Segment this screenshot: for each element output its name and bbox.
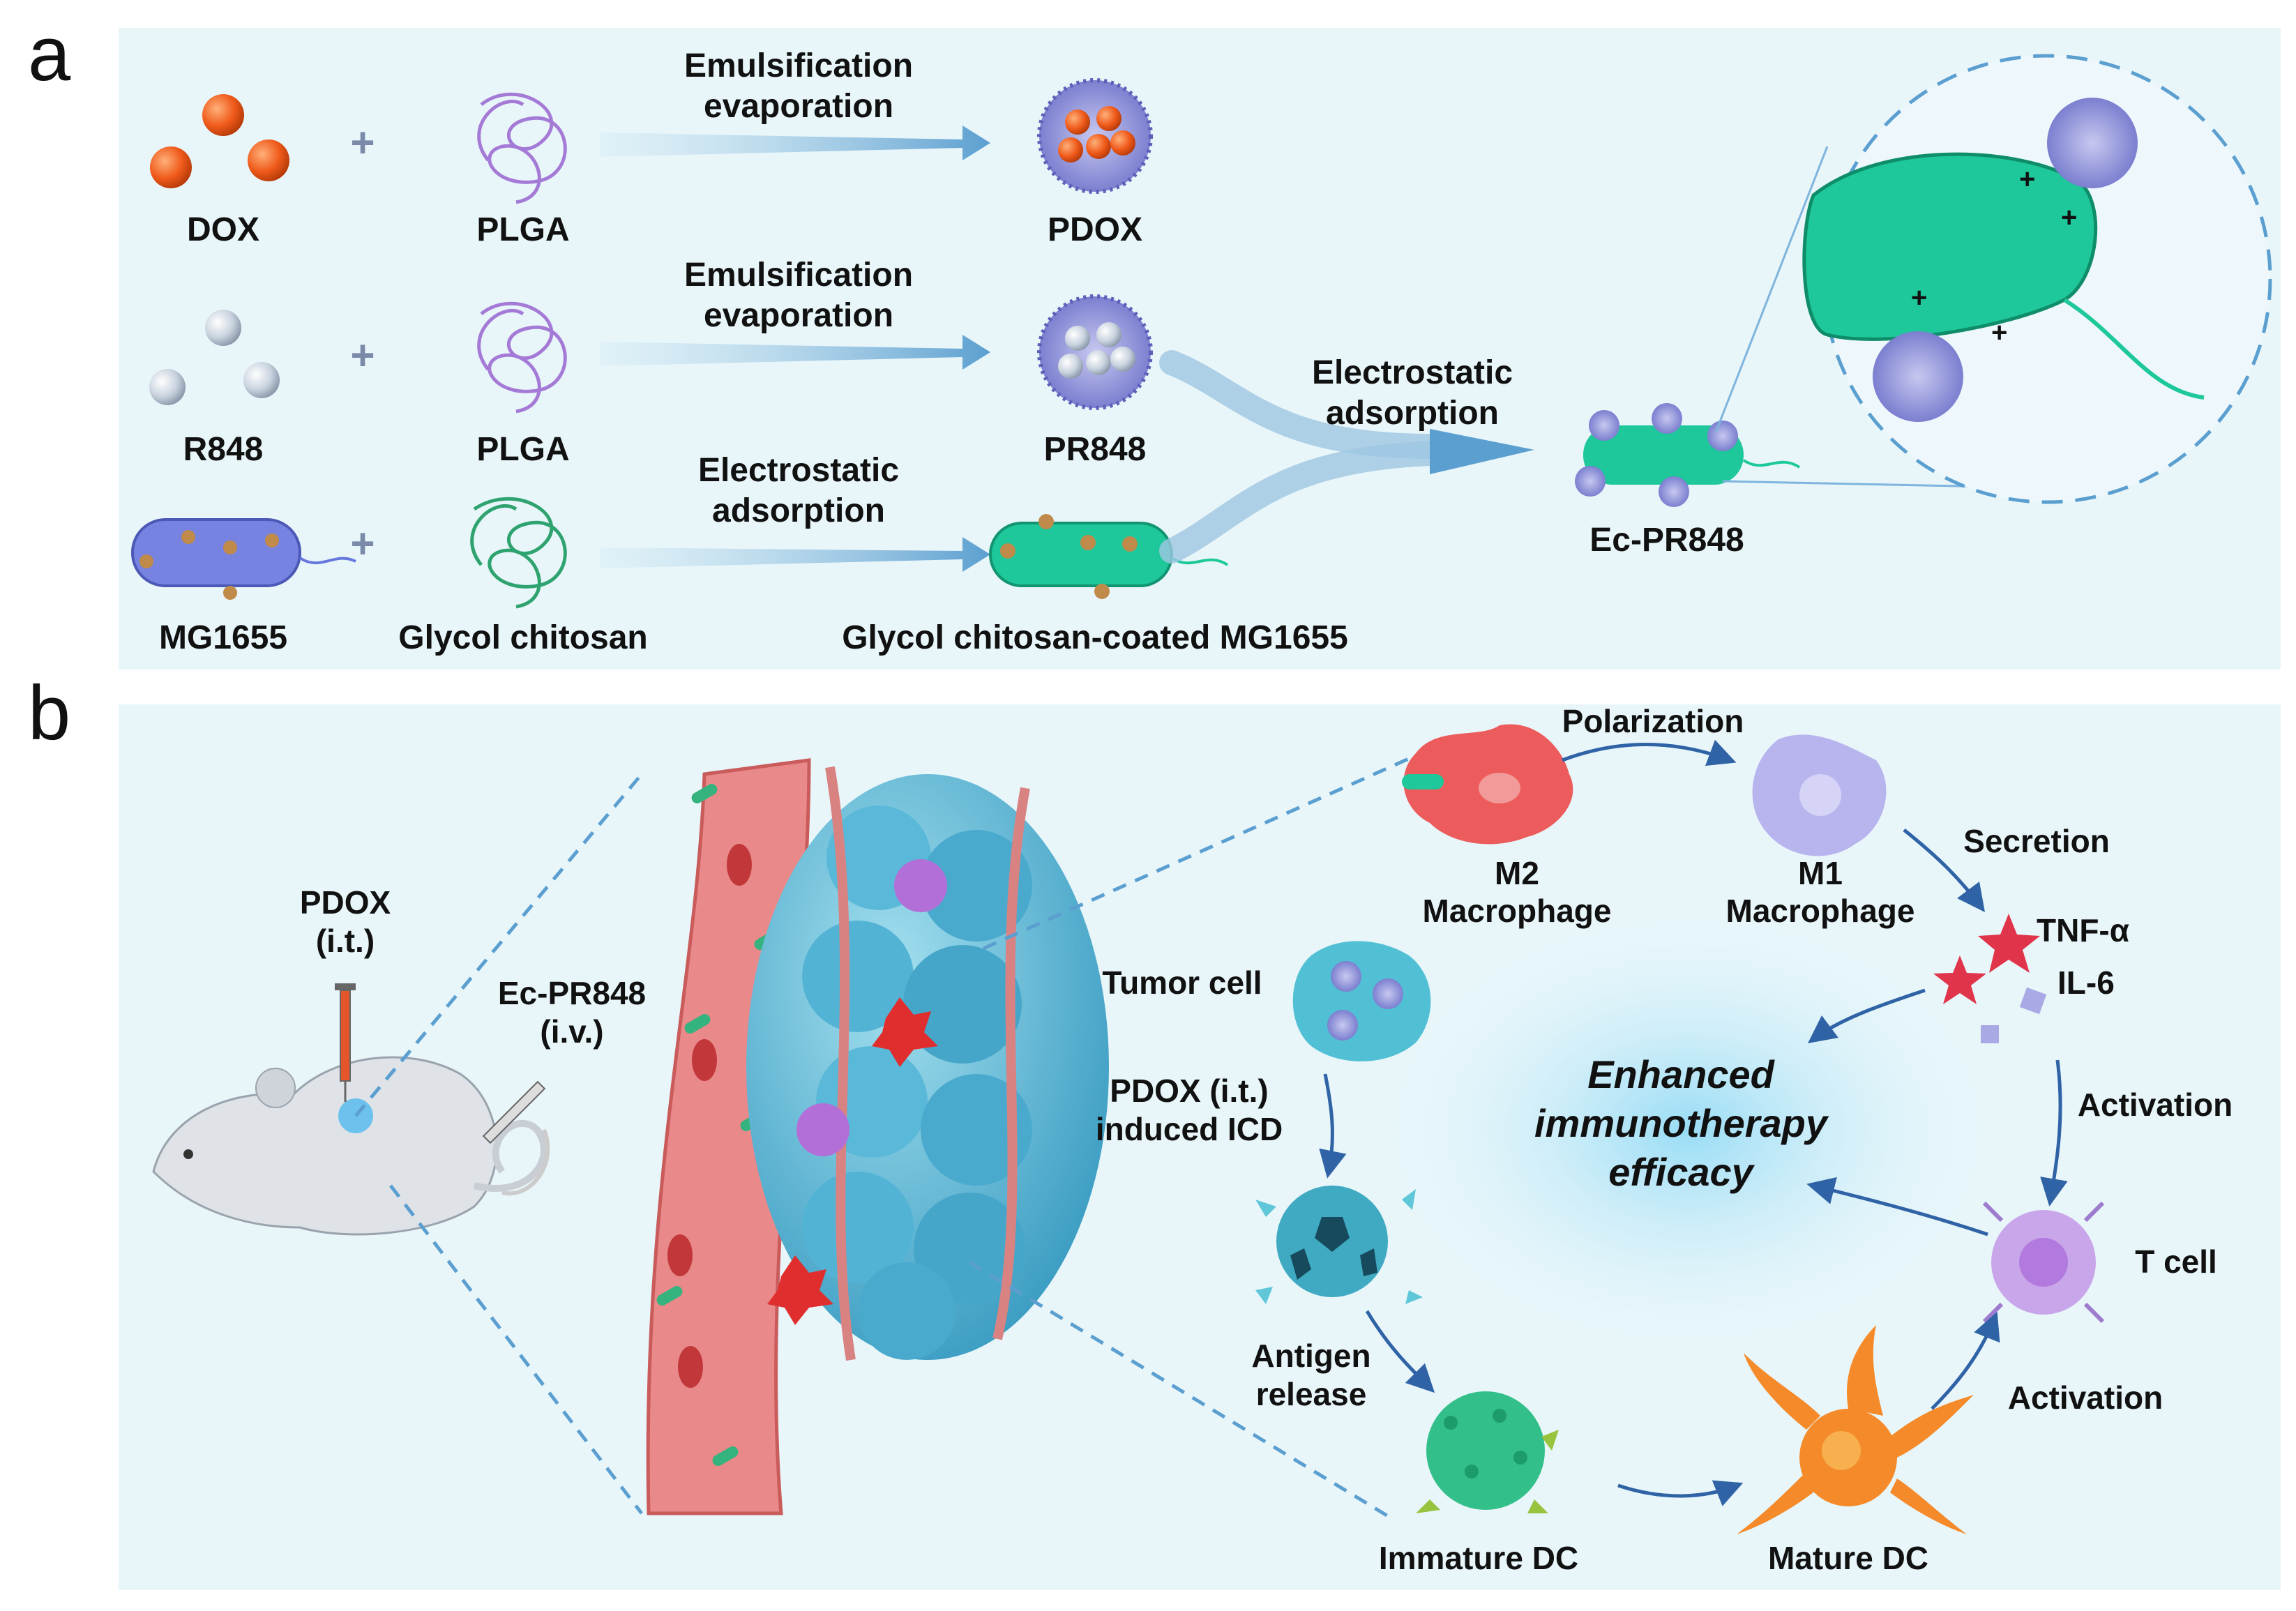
panel-a-letter: a	[28, 11, 71, 97]
m2-label-line1: M2	[1495, 855, 1539, 891]
immature-dc-label: Immature DC	[1379, 1540, 1578, 1576]
coated-mg1655-bacterium-icon	[989, 514, 1229, 599]
dying-tumor-cell-icon	[1255, 1186, 1423, 1304]
m2-label-line2: Macrophage	[1423, 893, 1612, 929]
immature-dc-icon	[1416, 1391, 1559, 1513]
mature-dc-icon	[1737, 1325, 1974, 1534]
center-text-line2: immunotherapy	[1534, 1101, 1829, 1145]
process-label-row2-line2: evaporation	[704, 297, 893, 334]
zoomed-bacterium-icon: + + + +	[1802, 98, 2205, 422]
product-label-pdox: PDOX	[1048, 211, 1142, 248]
zoom-line	[354, 773, 643, 1117]
dox-molecules-icon	[150, 94, 289, 188]
center-text-line1: Enhanced	[1587, 1052, 1775, 1096]
merge-arrow-head	[1430, 429, 1534, 474]
process-arrow-row3	[600, 537, 990, 572]
merge-arrow-lower	[1159, 441, 1442, 564]
mature-dc-label: Mature DC	[1768, 1540, 1928, 1576]
zoom-line	[389, 1184, 643, 1515]
svg-text:+: +	[1911, 282, 1927, 313]
red-blood-cells	[667, 844, 752, 1388]
syringe-ec-pr848-icon	[482, 1080, 550, 1196]
m1-macrophage-icon	[1752, 734, 1887, 856]
plus-sign: +	[350, 332, 375, 379]
tumor-cell-icon	[1292, 941, 1431, 1061]
tcell-to-center-arrow	[1806, 1177, 1988, 1236]
polymer-label-plga-1: PLGA	[476, 211, 569, 248]
cytokine-to-center-arrow	[1807, 988, 1926, 1043]
antigen-label-line1: Antigen	[1251, 1338, 1370, 1374]
m2-macrophage-icon	[1402, 724, 1573, 845]
zoom-line	[968, 1260, 1396, 1522]
process-arrow-row2	[600, 335, 990, 370]
r848-molecules-icon	[149, 310, 280, 405]
activation-label-top: Activation	[2078, 1087, 2233, 1123]
m1-label-line1: M1	[1798, 855, 1843, 891]
m1-label-line2: Macrophage	[1726, 893, 1915, 929]
svg-text:+: +	[2019, 164, 2035, 195]
ec-pr848-icon	[1575, 403, 1801, 507]
tnf-star-icon	[1978, 914, 2040, 973]
reagent-label-dox: DOX	[187, 211, 259, 248]
il6-cube-icon	[2019, 987, 2047, 1015]
process-label-row3-line1: Electrostatic	[698, 452, 899, 489]
process-label-row3-line2: adsorption	[712, 492, 885, 529]
tnf-label: TNF-α	[2037, 912, 2129, 948]
t-cell-label: T cell	[2135, 1243, 2217, 1280]
polarization-label: Polarization	[1562, 703, 1744, 739]
ec-injection-line1: Ec-PR848	[498, 975, 646, 1011]
icd-arrow	[1319, 1073, 1347, 1179]
ec-injection-line2: (i.v.)	[540, 1013, 603, 1050]
activation-arrow-top	[2040, 1059, 2068, 1207]
plga-polymer-icon	[477, 301, 567, 414]
process-label-row2-line1: Emulsification	[684, 257, 913, 294]
svg-text:+: +	[2061, 202, 2077, 233]
process-label-row1-line2: evaporation	[704, 88, 893, 125]
secretion-arrow	[1903, 829, 1986, 912]
center-glow	[1367, 900, 2009, 1360]
reagent-label-r848: R848	[183, 431, 264, 468]
antigen-release-arrow	[1365, 1310, 1435, 1393]
plus-sign: +	[350, 520, 375, 567]
reagent-label-mg1655: MG1655	[159, 619, 287, 656]
activation-arrow-bottom	[1931, 1311, 2000, 1410]
maturation-arrow	[1617, 1480, 1744, 1506]
process-arrow-row1	[600, 126, 990, 160]
pdox-nanoparticle-icon	[1037, 78, 1153, 194]
center-text-line3: efficacy	[1608, 1150, 1755, 1194]
tumor-mass	[746, 766, 1109, 1361]
polarization-arrow	[1562, 739, 1737, 766]
il6-label: IL-6	[2057, 965, 2115, 1001]
merge-label-line2: adsorption	[1326, 395, 1499, 432]
icd-label-line2: induced ICD	[1096, 1111, 1283, 1147]
svg-text:+: +	[1991, 317, 2007, 348]
final-product-label: Ec-PR848	[1589, 522, 1744, 559]
plga-polymer-icon	[477, 92, 567, 204]
merge-arrow-upper	[1159, 350, 1442, 459]
activation-label-bottom: Activation	[2008, 1379, 2163, 1416]
product-label-pr848: PR848	[1044, 431, 1147, 468]
secretion-label: Secretion	[1963, 823, 2110, 859]
plus-sign: +	[350, 119, 375, 166]
tnf-star-icon	[1933, 955, 1986, 1004]
antigen-label-line2: release	[1256, 1376, 1367, 1412]
polymer-label-plga-2: PLGA	[476, 431, 569, 468]
pdox-injection-line2: (i.t.)	[316, 923, 375, 959]
tumor-cell-label: Tumor cell	[1102, 965, 1262, 1001]
zoom-line	[982, 744, 1438, 951]
pr848-nanoparticle-icon	[1037, 294, 1153, 410]
polymer-label-glycol-chitosan: Glycol chitosan	[398, 619, 647, 656]
product-label-coated-mg1655: Glycol chitosan-coated MG1655	[842, 619, 1348, 656]
pdox-injection-line1: PDOX	[300, 884, 391, 921]
panel-b-letter: b	[28, 670, 70, 756]
syringe-pdox-icon	[335, 983, 356, 1102]
mg1655-bacterium-icon	[131, 518, 356, 600]
il6-cube-icon	[1981, 1025, 1999, 1043]
glycol-chitosan-polymer-icon	[470, 497, 567, 609]
merge-label-line1: Electrostatic	[1312, 354, 1513, 391]
process-label-row1-line1: Emulsification	[684, 47, 913, 84]
zoom-line	[1714, 146, 1829, 433]
icd-label-line1: PDOX (i.t.)	[1110, 1073, 1268, 1109]
